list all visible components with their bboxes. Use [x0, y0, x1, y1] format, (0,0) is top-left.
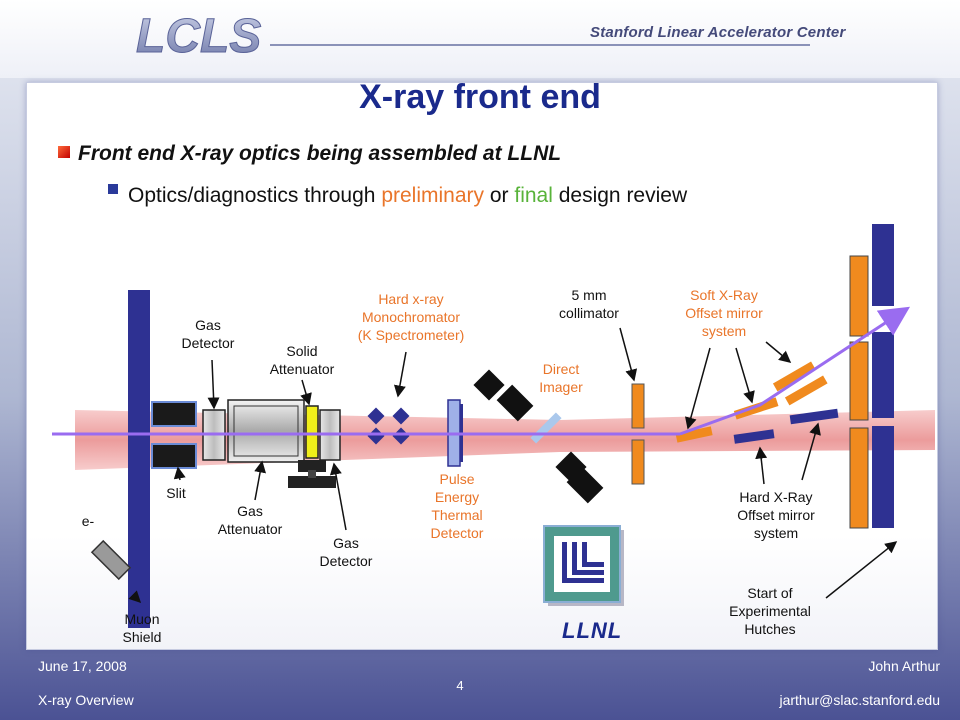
- pointer-collimator: [619, 327, 638, 382]
- collimator-top: [631, 383, 645, 429]
- slide-title: X-ray front end: [359, 78, 601, 116]
- hutch-navy-1: [872, 224, 894, 306]
- pointer-soft-3: [765, 341, 792, 363]
- footer-email: jarthur@slac.stanford.edu: [779, 692, 940, 708]
- pointer-gas-detector-1: [207, 359, 220, 410]
- pointer-hard-2: [801, 422, 821, 481]
- direct-imager-camera-top: [473, 369, 534, 422]
- pointer-soft-1: [684, 347, 711, 430]
- bullet-level1-text: Front end X-ray optics being assembled a…: [78, 142, 562, 165]
- hard-mirror-2: [789, 408, 839, 425]
- bullet-square-icon: [58, 146, 70, 158]
- hutch-navy-2: [872, 332, 894, 418]
- llnl-logo-text: LLNL: [562, 618, 623, 643]
- hard-mirror-1: [733, 429, 775, 444]
- direct-imager-screen: [530, 412, 562, 444]
- bullet-square-icon: [108, 184, 118, 194]
- bullet2-pre: Optics/diagnostics through: [128, 184, 382, 207]
- pointer-soft-2: [735, 347, 755, 404]
- hutch-orange-2: [849, 341, 869, 421]
- institution-name: Stanford Linear Accelerator Center: [590, 24, 846, 41]
- bullet2-final: final: [514, 184, 553, 207]
- footer-author: John Arthur: [868, 658, 940, 674]
- muon-shield: [128, 290, 150, 628]
- hutch-orange-3: [849, 427, 869, 529]
- pointer-gas-detector-2: [329, 462, 347, 531]
- header-rule: [270, 44, 810, 46]
- gas-attenuator-inner: [233, 405, 299, 457]
- bullet-level2: Optics/diagnostics through preliminary o…: [108, 184, 687, 208]
- soft-mirror-1: [675, 426, 713, 443]
- pointer-hutch: [825, 541, 898, 599]
- solid-attenuator-post: [308, 470, 316, 478]
- page-number: 4: [456, 678, 464, 693]
- pointer-monochromator: [393, 351, 407, 398]
- pointer-hard-1: [755, 446, 768, 485]
- beam-path-soft: [679, 306, 911, 436]
- footer-subject: X-ray Overview: [38, 692, 134, 708]
- electron-source: [90, 539, 132, 581]
- gas-attenuator: [227, 399, 305, 463]
- direct-imager-camera-bottom: [555, 451, 604, 504]
- bullet2-preliminary: preliminary: [381, 184, 485, 207]
- monochromator-crystals: [367, 407, 410, 445]
- bullet-level1: Front end X-ray optics being assembled a…: [58, 142, 561, 166]
- slit-jaw-bottom: [151, 443, 197, 469]
- slide-content-panel: [26, 82, 938, 650]
- soft-mirror-2: [733, 397, 779, 420]
- pointer-muon: [128, 590, 142, 604]
- pointer-solid-attenuator: [300, 379, 312, 406]
- slide-header: LCLS Stanford Linear Accelerator Center: [0, 0, 960, 78]
- llnl-logo: [543, 525, 624, 606]
- hutch-orange-1: [849, 255, 869, 337]
- bullet2-mid: or: [484, 184, 515, 207]
- soft-mirror-4: [784, 375, 828, 406]
- collimator-bottom: [631, 439, 645, 485]
- svg-text:LCLS: LCLS: [136, 10, 261, 63]
- slit-jaw-top: [151, 401, 197, 427]
- label-electron: e-: [81, 513, 95, 529]
- label-slit: Slit: [166, 485, 186, 501]
- pointer-slit: [173, 466, 186, 481]
- lcls-logo: LCLS: [136, 10, 262, 64]
- soft-mirror-3: [772, 361, 816, 392]
- hutch-navy-3: [872, 426, 894, 528]
- solid-attenuator-stage: [298, 460, 326, 472]
- bullet2-post: design review: [552, 184, 688, 207]
- footer-date: June 17, 2008: [38, 658, 127, 674]
- solid-attenuator: [305, 405, 319, 459]
- solid-attenuator-base: [288, 476, 336, 488]
- pointer-gas-attenuator: [254, 460, 266, 501]
